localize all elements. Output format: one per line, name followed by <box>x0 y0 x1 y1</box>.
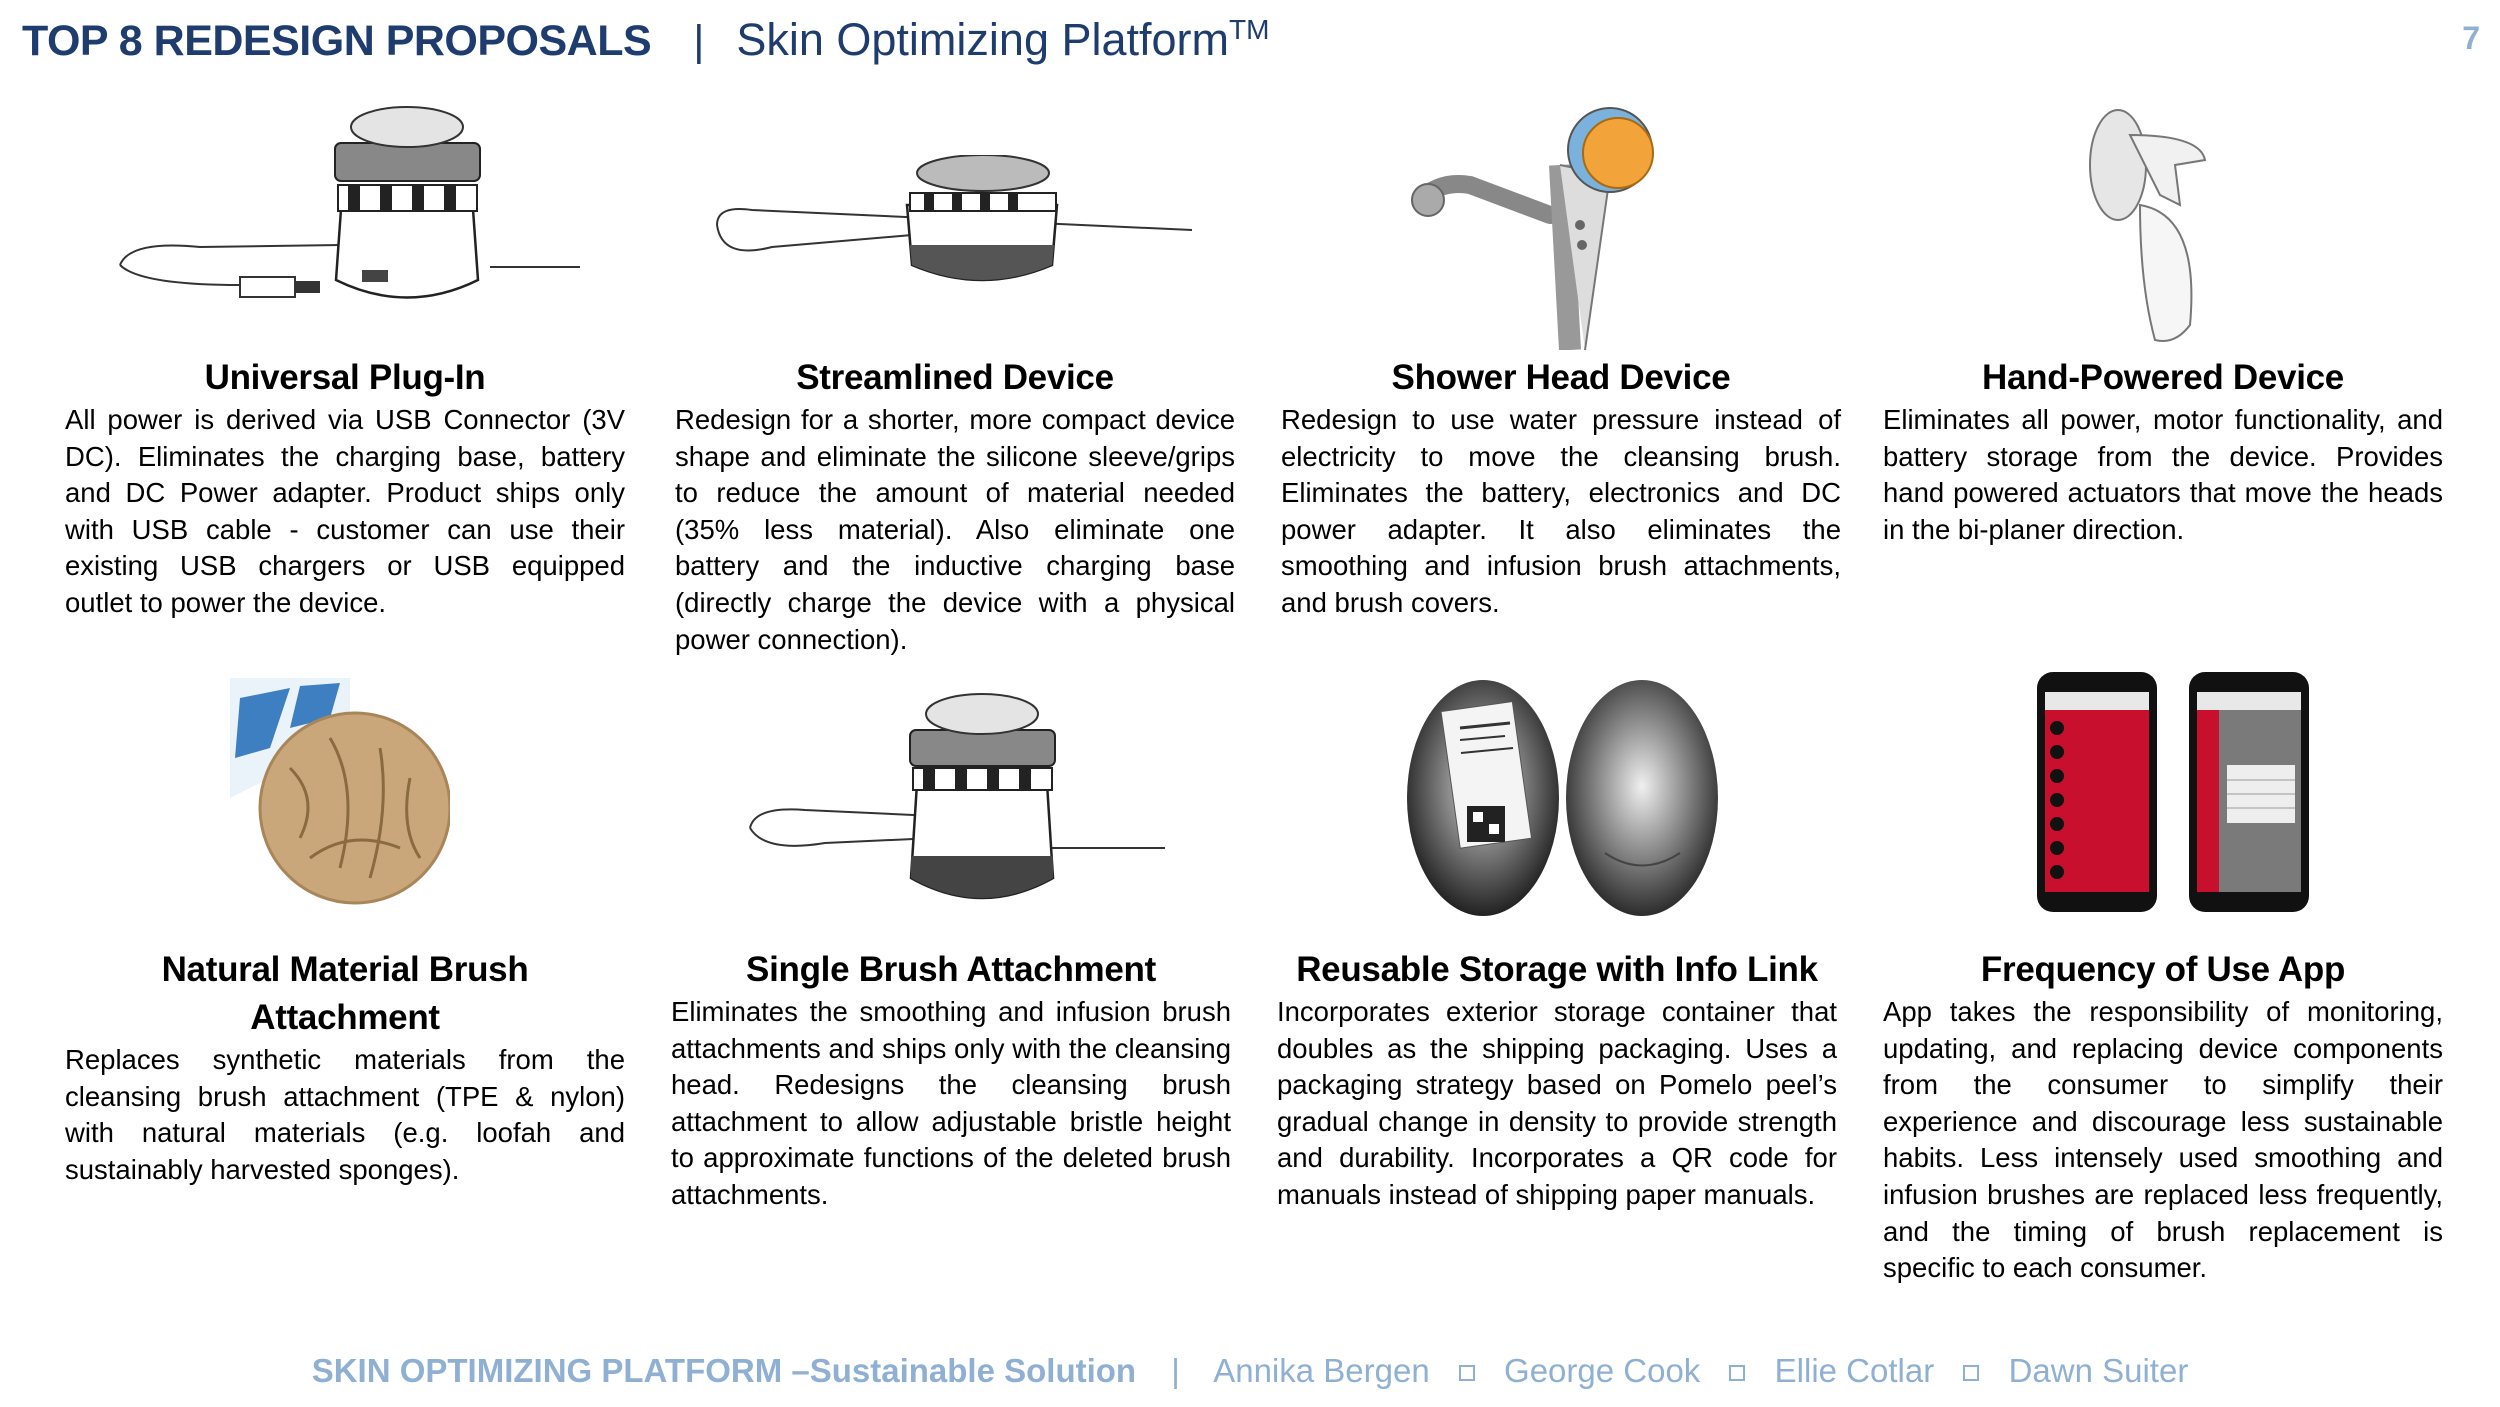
footer-separator: | <box>1171 1352 1180 1389</box>
card-description: Incorporates exterior storage container … <box>1277 996 1837 1210</box>
card-universal-plug-in: Universal Plug-In All power is derived v… <box>65 354 625 622</box>
title-separator: | <box>693 17 705 65</box>
card-title: Shower Head Device <box>1391 358 1731 397</box>
card-description: Redesign to use water pressure instead o… <box>1281 404 1841 618</box>
card-title: Hand-Powered Device <box>1982 358 2344 397</box>
natural-brush-illustration <box>230 678 450 908</box>
card-single-brush-attachment: Single Brush Attachment Eliminates the s… <box>671 946 1231 1214</box>
card-description: All power is derived via USB Connector (… <box>65 404 625 618</box>
card-title-line1: Natural Material Brush <box>161 950 529 989</box>
card-description: Redesign for a shorter, more compact dev… <box>675 404 1235 655</box>
card-description: App takes the responsibility of monitori… <box>1883 996 2443 1284</box>
card-streamlined-device: Streamlined Device Redesign for a shorte… <box>675 354 1235 658</box>
page-subtitle: Skin Optimizing PlatformTM <box>736 14 1270 65</box>
card-reusable-storage: Reusable Storage with Info Link Incorpor… <box>1277 946 1837 1214</box>
trademark-mark: TM <box>1229 14 1270 45</box>
square-bullet-icon <box>1729 1365 1746 1382</box>
footer-author: Ellie Cotlar <box>1774 1352 1935 1389</box>
card-shower-head-device: Shower Head Device Redesign to use water… <box>1281 354 1841 622</box>
usb-device-illustration <box>110 105 580 310</box>
card-frequency-of-use-app: Frequency of Use App App takes the respo… <box>1883 946 2443 1287</box>
card-hand-powered-device: Hand-Powered Device Eliminates all power… <box>1883 354 2443 548</box>
card-natural-material-brush: Natural Material Brush Attachment Replac… <box>65 946 625 1188</box>
card-title: Universal Plug-In <box>204 358 486 397</box>
page-number: 7 <box>2462 20 2480 56</box>
storage-container-illustration <box>1405 678 1720 918</box>
single-brush-illustration <box>745 688 1165 918</box>
card-title: Streamlined Device <box>796 358 1114 397</box>
hand-powered-device-illustration <box>2080 105 2240 345</box>
page-footer: SKIN OPTIMIZING PLATFORM –Sustainable So… <box>0 1352 2500 1390</box>
streamlined-device-illustration <box>712 155 1192 295</box>
footer-project: SKIN OPTIMIZING PLATFORM –Sustainable So… <box>311 1352 1137 1389</box>
square-bullet-icon <box>1963 1365 1980 1382</box>
card-title: Single Brush Attachment <box>746 950 1156 989</box>
page-title: TOP 8 REDESIGN PROPOSALS <box>22 17 652 65</box>
card-description: Eliminates the smoothing and infusion br… <box>671 996 1231 1210</box>
page-header: TOP 8 REDESIGN PROPOSALS | Skin Optimizi… <box>22 14 1269 74</box>
footer-author: George Cook <box>1504 1352 1701 1389</box>
card-title: Frequency of Use App <box>1980 950 2346 989</box>
footer-author: Annika Bergen <box>1213 1352 1430 1389</box>
card-title: Reusable Storage with Info Link <box>1296 950 1818 989</box>
app-phones-illustration <box>2035 670 2315 915</box>
footer-author: Dawn Suiter <box>2008 1352 2189 1389</box>
card-title-line2: Attachment <box>250 998 440 1037</box>
card-description: Replaces synthetic materials from the cl… <box>65 1044 625 1185</box>
card-description: Eliminates all power, motor functionalit… <box>1883 404 2443 545</box>
square-bullet-icon <box>1458 1365 1475 1382</box>
shower-head-illustration <box>1410 105 1710 350</box>
